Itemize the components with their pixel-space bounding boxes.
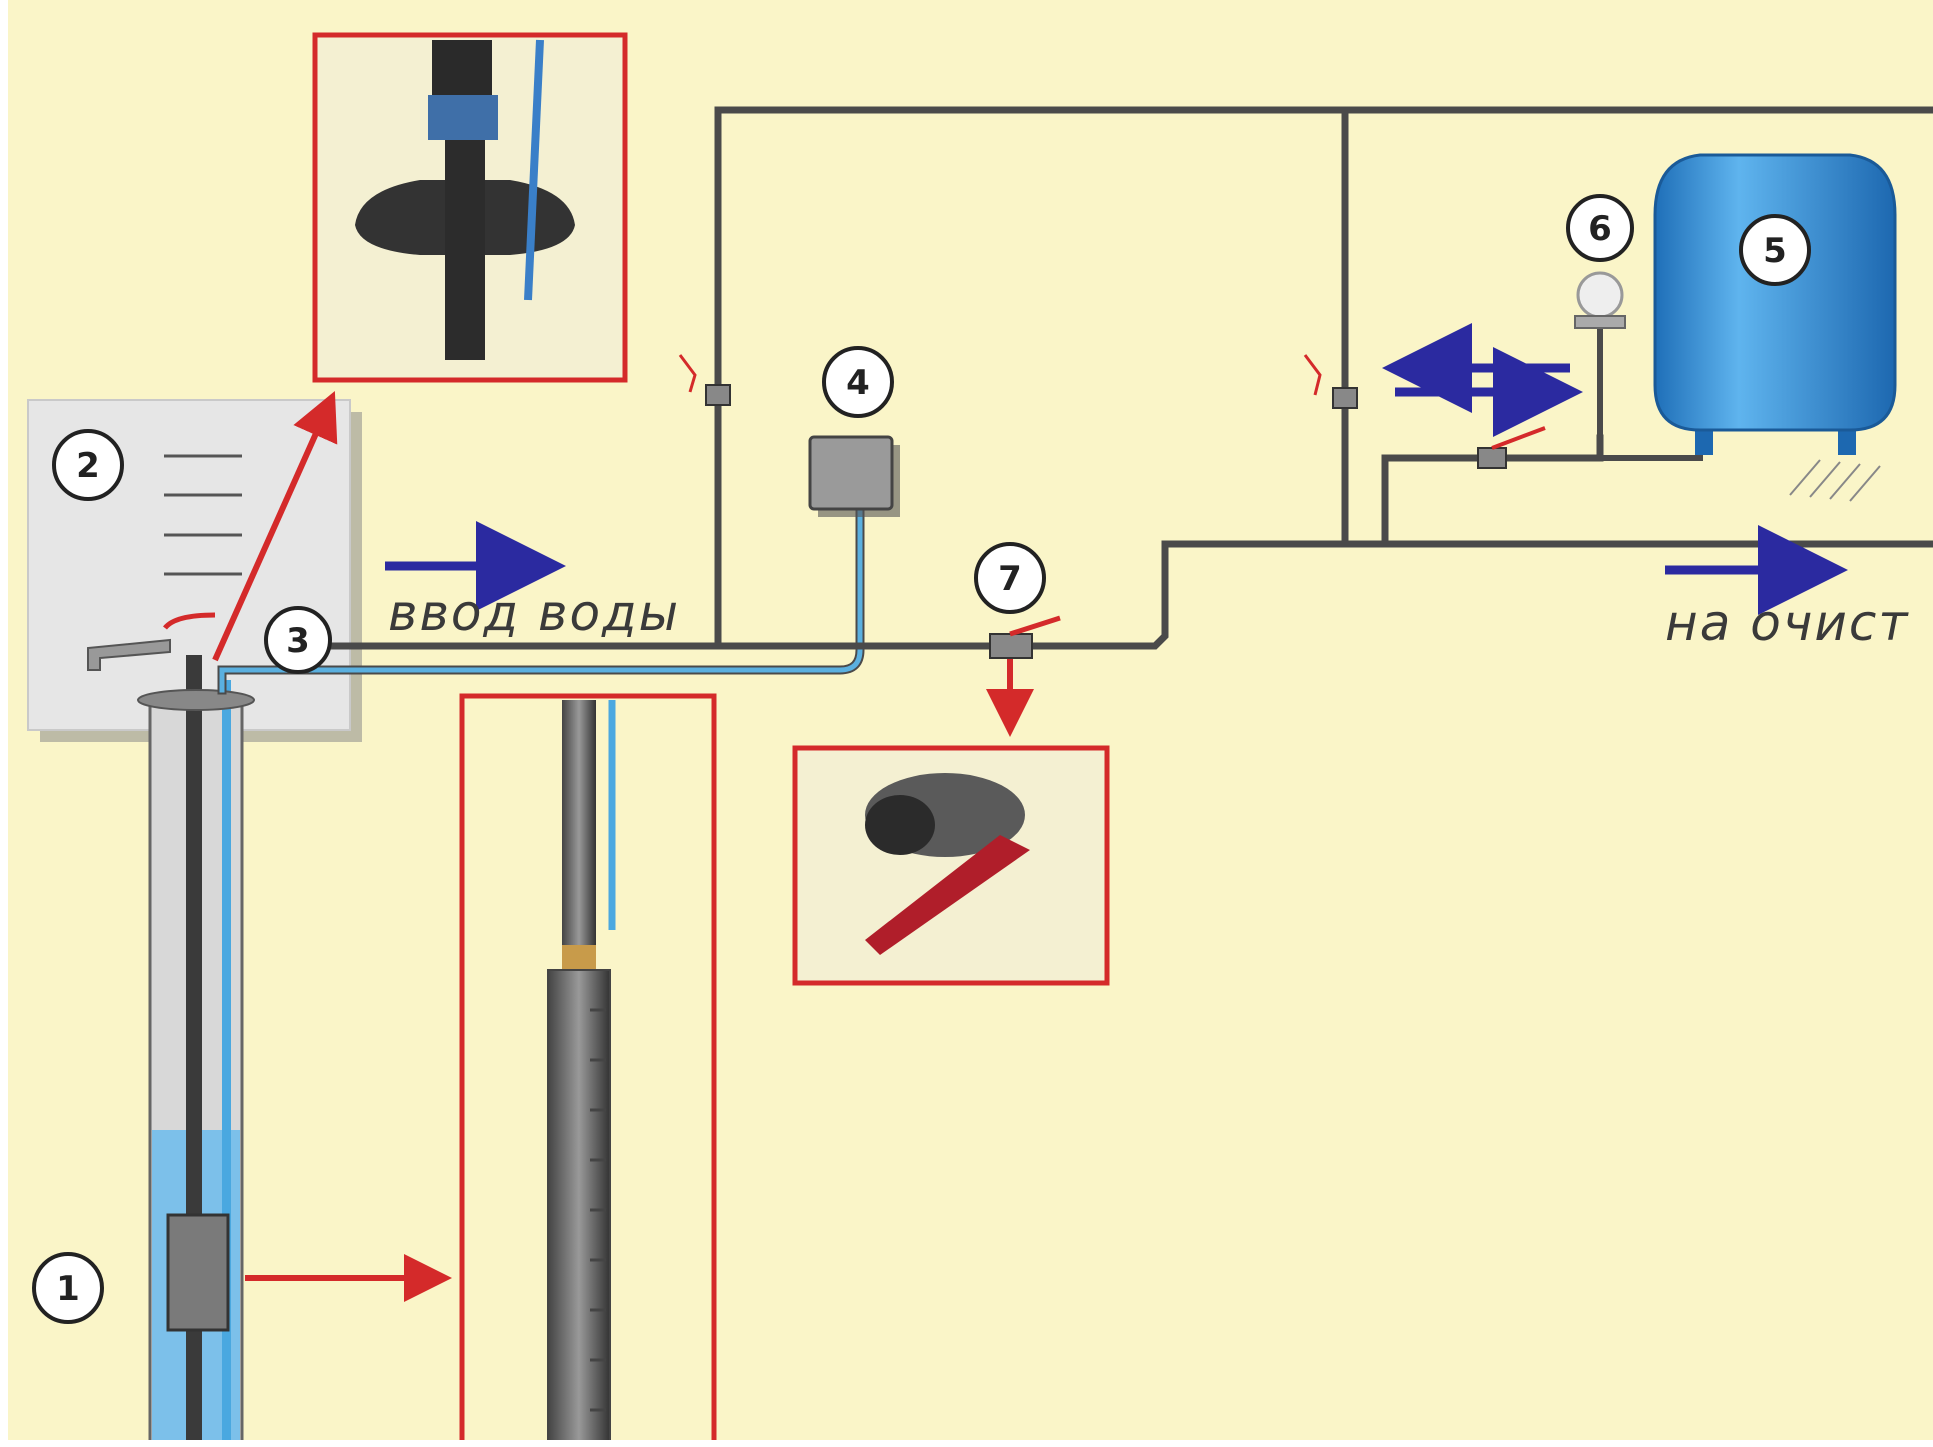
svg-text:2: 2 xyxy=(76,446,100,486)
marker-7: 7 xyxy=(974,542,1046,614)
marker-4: 4 xyxy=(822,346,894,418)
marker-6: 6 xyxy=(1566,194,1634,262)
marker-1: 1 xyxy=(32,1252,104,1324)
callout-leaders xyxy=(163,391,1034,1302)
pump-section-ticks xyxy=(590,1008,606,1412)
svg-text:1: 1 xyxy=(56,1269,80,1309)
marker-5: 5 xyxy=(1739,214,1811,286)
svg-text:6: 6 xyxy=(1588,209,1612,249)
pressure-gauge xyxy=(1574,271,1626,329)
flow-arrows xyxy=(385,323,1848,615)
svg-text:5: 5 xyxy=(1763,231,1787,271)
svg-text:7: 7 xyxy=(998,559,1022,599)
well-casing xyxy=(137,655,255,1447)
marker-3: 3 xyxy=(264,606,332,674)
to-treatment-label: на очист xyxy=(1665,594,1909,652)
callout-pump xyxy=(459,693,717,1447)
callout-valve xyxy=(792,745,1110,986)
main-ball-valve xyxy=(989,615,1061,659)
water-inlet-label: ввод воды xyxy=(388,584,680,642)
callout-wellhead xyxy=(312,32,628,383)
control-box xyxy=(808,435,900,517)
svg-text:3: 3 xyxy=(286,621,310,661)
svg-text:4: 4 xyxy=(846,363,870,403)
image-border xyxy=(0,1440,1933,1447)
hydraulic-tank xyxy=(1653,153,1897,502)
marker-2: 2 xyxy=(52,429,124,501)
